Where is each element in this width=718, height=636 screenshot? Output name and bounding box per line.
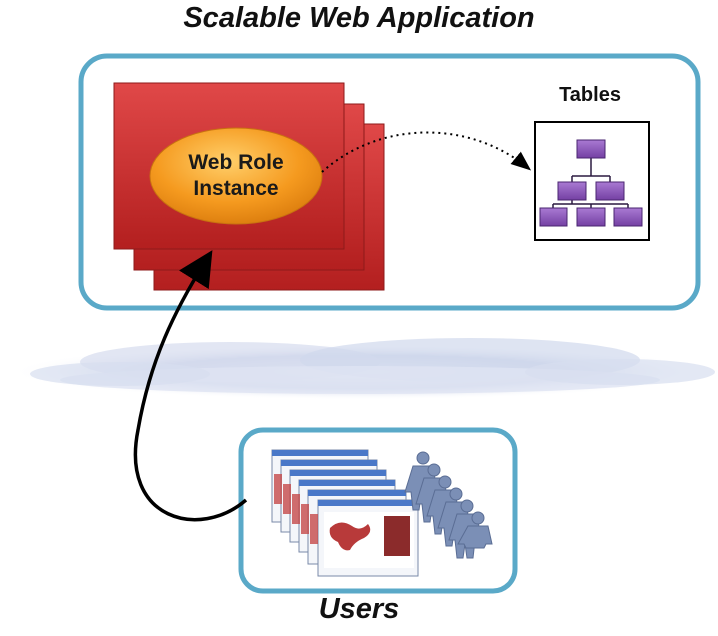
tables-box: [534, 121, 650, 241]
user-figures: [404, 451, 493, 559]
table-node: [613, 207, 643, 227]
users-to-role-arrow: [133, 250, 248, 522]
browser-windows-stack: [271, 449, 419, 577]
table-node: [576, 207, 606, 227]
table-node: [595, 181, 625, 201]
web-role-label: Web Role Instance: [150, 128, 322, 224]
web-role-label-line1: Web Role: [188, 150, 284, 174]
table-node: [539, 207, 568, 227]
diagram-title: Scalable Web Application: [183, 2, 535, 34]
tables-label: Tables: [559, 84, 621, 106]
user-figure: [457, 511, 493, 549]
users-title: Users: [318, 593, 400, 625]
web-role-ellipse: [149, 127, 323, 225]
cloud: [10, 338, 715, 400]
web-role-label-line2: Instance: [193, 177, 279, 200]
web-role-stack: [113, 82, 385, 291]
browser-window: [317, 499, 419, 577]
table-node: [576, 139, 606, 159]
table-node: [557, 181, 587, 201]
